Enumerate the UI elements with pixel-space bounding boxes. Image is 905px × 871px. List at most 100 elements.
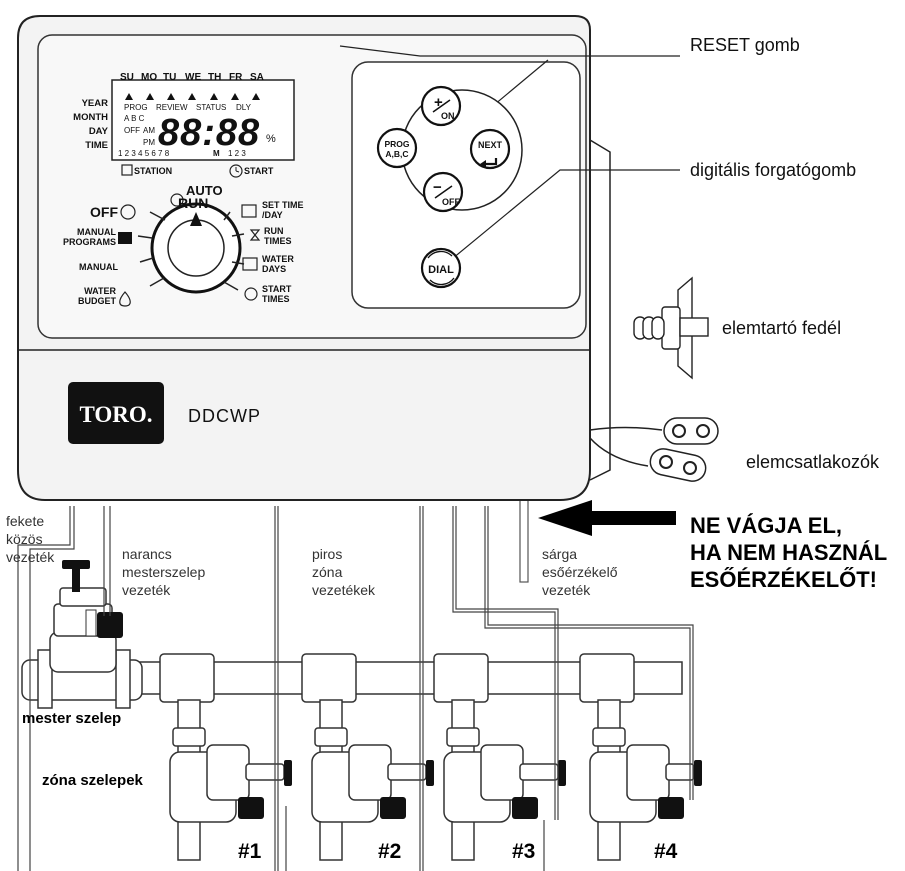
lcd-pm: PM bbox=[143, 138, 155, 147]
lcd-stations: 1 2 3 4 5 6 7 8 bbox=[118, 149, 170, 158]
dial-water-budget-label-1: WATER bbox=[84, 286, 116, 296]
water-days-icon bbox=[242, 257, 258, 271]
battery-cover-callout: elemtartó fedél bbox=[722, 318, 842, 338]
master-valve-label: mester szelep bbox=[22, 710, 122, 727]
off-icon bbox=[120, 204, 136, 220]
off-button-label: OFF bbox=[442, 197, 460, 207]
lcd-off: OFF bbox=[124, 126, 140, 135]
zone-number-3: #3 bbox=[512, 840, 536, 863]
lcd-am: AM bbox=[143, 126, 155, 135]
dial-start-times-label-1: START bbox=[262, 284, 292, 294]
water-budget-icon bbox=[119, 291, 131, 307]
zone-valve-bonnets bbox=[206, 744, 695, 801]
black-common-wire bbox=[17, 506, 71, 871]
zone-number-4: #4 bbox=[654, 840, 678, 863]
yellow-sensor-wire-loop bbox=[519, 489, 529, 583]
lcd-digits: 88:88 bbox=[158, 112, 260, 154]
lcd-prog: PROG bbox=[124, 103, 148, 112]
dial-manual-programs-label-1: MANUAL bbox=[77, 227, 116, 237]
next-button-label: NEXT bbox=[478, 140, 503, 150]
master-valve bbox=[21, 560, 143, 709]
dial-water-days-label-2: DAYS bbox=[262, 264, 286, 274]
lcd-year-label: YEAR bbox=[82, 98, 109, 109]
model-name: DDCWP bbox=[188, 406, 261, 426]
day-indicator-triangles bbox=[125, 93, 260, 100]
lcd-abc: A B C bbox=[124, 114, 145, 123]
toro-logo-box bbox=[68, 382, 164, 444]
zone-valves-label: zóna szelepek bbox=[42, 772, 143, 789]
control-buttons bbox=[376, 85, 523, 289]
run-times-icon bbox=[249, 229, 261, 241]
pipe-system bbox=[129, 653, 695, 861]
dial-off-label: OFF bbox=[90, 204, 118, 220]
dial-run-label: RUN bbox=[178, 195, 208, 211]
yellow-wire-label: sárga esőérzékelő vezeték bbox=[542, 546, 618, 598]
warning-arrow bbox=[538, 500, 676, 536]
rotary-dial bbox=[118, 193, 261, 307]
lcd-time-label: TIME bbox=[85, 140, 108, 151]
auto-run-icon bbox=[170, 193, 184, 207]
lcd-day-fr: FR bbox=[229, 72, 243, 83]
dial-button-label: DIAL bbox=[428, 264, 454, 276]
zone-number-1: #1 bbox=[238, 840, 262, 863]
dial-manual-label: MANUAL bbox=[79, 262, 118, 272]
lcd-day-label: DAY bbox=[89, 126, 109, 137]
lcd-day-su: SU bbox=[120, 72, 134, 83]
dial-water-days-label-1: WATER bbox=[262, 254, 294, 264]
zone-valve-handles bbox=[238, 760, 702, 819]
lcd-dly: DLY bbox=[236, 103, 252, 112]
black-wire-label: fekete közös vezeték bbox=[6, 513, 55, 565]
lcd-percent: % bbox=[266, 133, 276, 145]
on-button-plus: + bbox=[434, 94, 443, 111]
next-button bbox=[469, 128, 511, 170]
prog-button bbox=[376, 127, 418, 169]
toro-logo-text: TORO. bbox=[79, 402, 152, 427]
lcd-day-mo: MO bbox=[141, 72, 157, 83]
lcd-screen bbox=[111, 79, 295, 178]
battery-clips-callout: elemcsatlakozók bbox=[746, 452, 880, 472]
dial-run-times-label-1: RUN bbox=[264, 226, 284, 236]
start-times-clock-icon bbox=[244, 287, 258, 301]
dial-water-budget-label-2: BUDGET bbox=[78, 296, 117, 306]
dial-manual-programs-label-2: PROGRAMS bbox=[63, 237, 116, 247]
dial-pointer bbox=[190, 212, 202, 226]
red-zone-wire-4 bbox=[484, 506, 691, 800]
lcd-status: STATUS bbox=[196, 103, 226, 112]
dial-button bbox=[420, 247, 462, 289]
off-button-minus: − bbox=[433, 179, 442, 196]
lcd-programs: 1 2 3 bbox=[228, 149, 246, 158]
lcd-day-th: TH bbox=[208, 72, 221, 83]
set-time-icon bbox=[241, 204, 257, 218]
orange-wire-label: narancs mesterszelep vezeték bbox=[122, 546, 206, 598]
lcd-day-we: WE bbox=[185, 72, 201, 83]
dial-knob-callout: digitális forgatógomb bbox=[690, 160, 857, 180]
wires bbox=[17, 506, 694, 871]
lcd-start-label: START bbox=[244, 166, 274, 176]
dial-auto-label: AUTO bbox=[186, 183, 223, 198]
red-wire-label: piros zóna vezetékek bbox=[312, 546, 376, 598]
battery-cover-drawing bbox=[633, 276, 709, 380]
lcd-day-tu: TU bbox=[163, 72, 176, 83]
dial-start-times-label-2: TIMES bbox=[262, 294, 290, 304]
lcd-review: REVIEW bbox=[156, 103, 188, 112]
zone-number-2: #2 bbox=[378, 840, 402, 863]
on-button-label: ON bbox=[441, 111, 455, 121]
dial-set-time-label-2: /DAY bbox=[262, 210, 283, 220]
riser-couplings bbox=[172, 727, 626, 747]
lcd-day-sa: SA bbox=[250, 72, 264, 83]
lcd-month-label: MONTH bbox=[73, 112, 108, 123]
clock-icon bbox=[229, 164, 243, 178]
prog-button-label-1: PROG bbox=[384, 139, 409, 149]
tee-fittings bbox=[159, 653, 635, 703]
lcd-station-label: STATION bbox=[134, 166, 172, 176]
reset-button-callout: RESET gomb bbox=[690, 35, 800, 55]
red-zone-wire-3 bbox=[452, 506, 556, 820]
battery-clips-drawing bbox=[589, 417, 719, 482]
warning-text: NE VÁGJA EL, HA NEM HASZNÁL ESŐÉRZÉKELŐT… bbox=[690, 513, 888, 592]
manual-programs-icon bbox=[118, 232, 132, 244]
prog-button-label-2: A,B,C bbox=[385, 149, 408, 159]
dial-run-times-label-2: TIMES bbox=[264, 236, 292, 246]
dial-set-time-label-1: SET TIME bbox=[262, 200, 304, 210]
lcd-m: M bbox=[213, 149, 220, 158]
